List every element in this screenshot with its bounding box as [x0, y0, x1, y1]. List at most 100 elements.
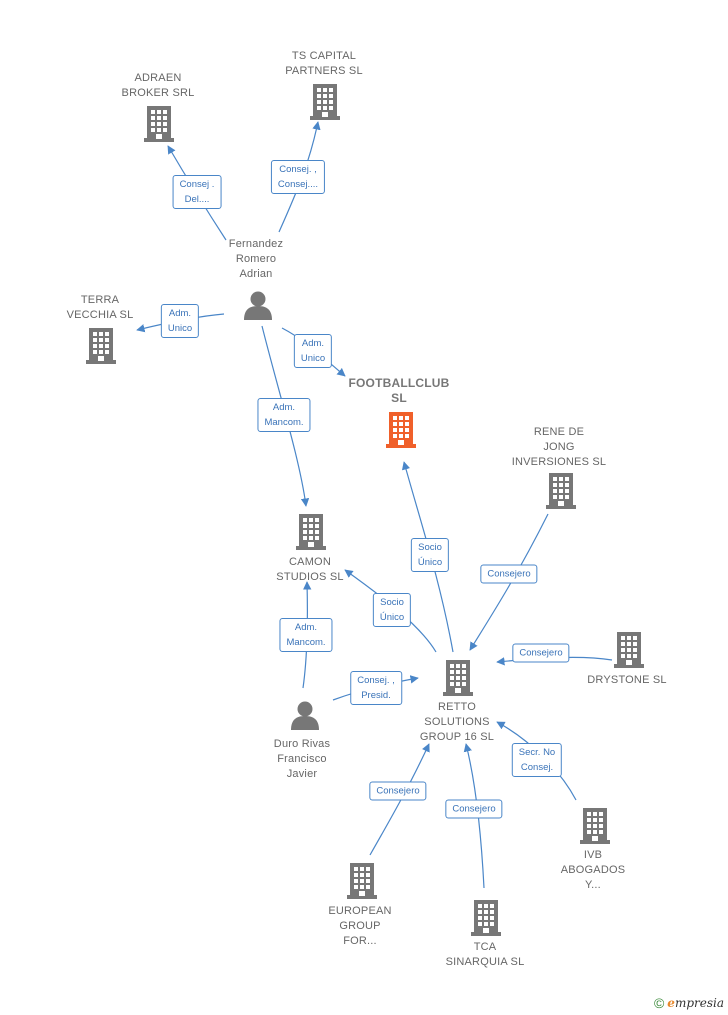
node-label-drystone[interactable]: DRYSTONE SL: [587, 673, 666, 688]
node-label-line: CAMON: [289, 556, 331, 568]
edge-label-line: Único: [379, 612, 405, 623]
edge-label-line: Consej....: [277, 179, 319, 190]
edge-label-rene-to-retto[interactable]: Consejero: [480, 564, 538, 584]
building-icon-tscapital[interactable]: [310, 84, 340, 120]
edge-label-line: Mancom.: [286, 637, 326, 648]
node-label-line: ABOGADOS: [560, 864, 626, 876]
node-label-line: Adrian: [239, 268, 273, 280]
edge-label-line: Unico: [300, 353, 326, 364]
edge-label-line: Adm.: [294, 622, 318, 633]
node-label-line: TERRA: [80, 294, 120, 306]
person-icon-fernandez[interactable]: [244, 291, 272, 321]
node-label-line: IVB: [583, 849, 603, 861]
copyright-icon: ©: [653, 995, 665, 1011]
node-label-line: GROUP 16 SL: [419, 731, 495, 743]
node-label-line: FOR...: [343, 935, 377, 947]
node-label-terra[interactable]: TERRA VECCHIA SL: [67, 293, 134, 323]
edge-label-fernandez-to-football[interactable]: Adm. Unico: [293, 334, 333, 368]
node-label-line: Y...: [585, 879, 601, 891]
node-label-rene[interactable]: RENE DE JONG INVERSIONES SL: [512, 425, 607, 470]
node-label-line: SOLUTIONS: [424, 716, 490, 728]
edge-label-line: Consej. ,: [357, 675, 395, 686]
edge-label-fernandez-to-tscapital[interactable]: Consej. , Consej....: [270, 160, 326, 194]
building-icon-football[interactable]: [386, 412, 416, 448]
node-label-line: SINARQUIA SL: [445, 956, 525, 968]
edge-label-line: Del....: [184, 194, 210, 205]
edge-label-line: Consejero: [376, 785, 420, 797]
edge-rene-to-retto: [469, 513, 549, 651]
node-label-retto[interactable]: RETTO SOLUTIONS GROUP 16 SL: [420, 700, 494, 745]
node-label-line: PARTNERS SL: [285, 65, 363, 77]
edge-label-line: Consej. ,: [279, 164, 317, 175]
building-icon-adraen[interactable]: [144, 106, 174, 142]
edge-label-line: Socio: [380, 597, 404, 608]
edge-label-european-to-retto[interactable]: Consejero: [369, 781, 427, 801]
edge-label-line: Consej.: [520, 762, 554, 773]
node-label-line: INVERSIONES SL: [511, 456, 607, 468]
node-label-line: Duro Rivas: [273, 738, 331, 750]
edge-label-fernandez-to-terra[interactable]: Adm. Unico: [160, 304, 200, 338]
node-label-line: RETTO: [437, 701, 477, 713]
edge-label-line: Socio: [418, 542, 442, 553]
node-label-line: TS CAPITAL: [291, 50, 357, 62]
node-label-line: Romero: [235, 253, 277, 265]
building-icon-european[interactable]: [347, 863, 377, 899]
building-icon-rene[interactable]: [546, 473, 576, 509]
edge-label-line: Consejero: [519, 647, 563, 659]
edge-label-line: Presid.: [361, 690, 391, 701]
building-icon-camon[interactable]: [296, 514, 326, 550]
node-label-adraen[interactable]: ADRAEN BROKER SRL: [122, 71, 195, 101]
edge-label-ivb-to-retto[interactable]: Secr. No Consej.: [511, 743, 563, 777]
copyright-footer: © empresia: [654, 995, 724, 1011]
node-label-european[interactable]: EUROPEAN GROUP FOR...: [328, 904, 391, 949]
edge-label-duro-to-retto[interactable]: Consej. , Presid.: [350, 671, 402, 705]
edge-label-line: Secr. No: [518, 747, 556, 758]
node-label-line: GROUP: [339, 920, 381, 932]
edge-label-tca-to-retto[interactable]: Consejero: [445, 799, 503, 819]
building-icon-drystone[interactable]: [614, 632, 644, 668]
edge-label-line: Mancom.: [264, 417, 304, 428]
node-label-line: Fernandez: [228, 238, 284, 250]
edge-label-line: Unico: [167, 323, 193, 334]
node-label-line: VECCHIA SL: [66, 309, 134, 321]
building-icon-retto[interactable]: [443, 660, 473, 696]
person-icon-duro[interactable]: [291, 701, 319, 731]
edge-label-line: Consej .: [179, 179, 215, 190]
node-label-camon[interactable]: CAMON STUDIOS SL: [276, 555, 343, 585]
node-label-line: JONG: [543, 441, 575, 453]
node-label-line: SL: [391, 391, 407, 405]
edge-label-duro-to-camon[interactable]: Adm. Mancom.: [279, 618, 333, 652]
node-label-line: STUDIOS SL: [276, 571, 344, 583]
node-label-line: EUROPEAN: [328, 905, 392, 917]
brand-logo[interactable]: empresia: [667, 996, 724, 1010]
node-label-line: TCA: [473, 941, 497, 953]
edge-label-line: Adm.: [272, 402, 296, 413]
node-label-tca[interactable]: TCA SINARQUIA SL: [446, 940, 525, 970]
building-icon-tca[interactable]: [471, 900, 501, 936]
edge-label-line: Adm.: [168, 308, 192, 319]
edge-label-drystone-to-retto[interactable]: Consejero: [512, 643, 570, 663]
node-label-tscapital[interactable]: TS CAPITAL PARTNERS SL: [285, 49, 363, 79]
node-label-line: BROKER SRL: [121, 87, 195, 99]
edge-label-line: Consejero: [487, 568, 531, 580]
edge-label-line: Consejero: [452, 803, 496, 815]
edge-label-fernandez-to-adraen[interactable]: Consej . Del....: [172, 175, 222, 209]
edge-label-line: Adm.: [301, 338, 325, 349]
node-label-line: ADRAEN: [134, 72, 182, 84]
edge-european-to-retto: [369, 743, 430, 856]
node-label-line: Francisco: [277, 753, 327, 765]
node-label-line: FOOTBALLCLUB: [348, 376, 450, 390]
node-label-line: Javier: [286, 768, 318, 780]
edge-label-line: Único: [417, 557, 443, 568]
edge-label-fernandez-to-camon[interactable]: Adm. Mancom.: [257, 398, 311, 432]
node-label-line: DRYSTONE SL: [587, 674, 667, 686]
building-icon-ivb[interactable]: [580, 808, 610, 844]
node-label-ivb[interactable]: IVB ABOGADOS Y...: [561, 848, 626, 893]
building-icon-terra[interactable]: [86, 328, 116, 364]
node-label-line: RENE DE: [533, 426, 585, 438]
